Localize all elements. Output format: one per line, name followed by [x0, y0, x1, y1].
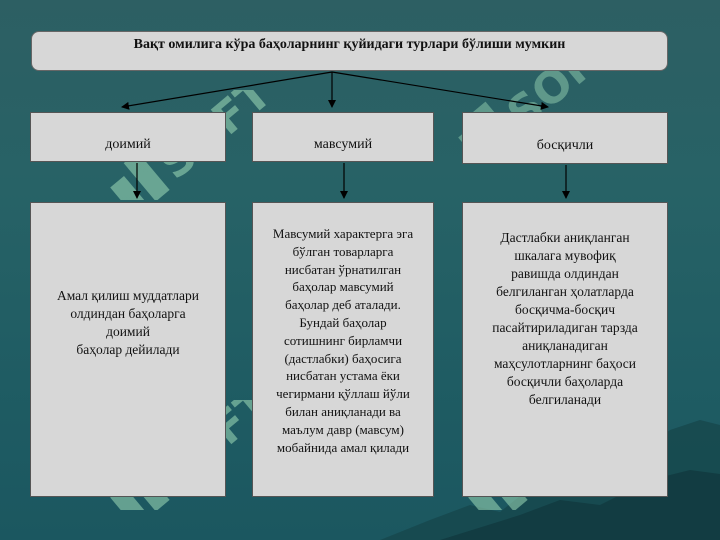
description-line: равишда олдиндан [511, 266, 619, 281]
description-line: босқичли баҳоларда [506, 374, 624, 389]
description-line: баҳолар деб аталади. [285, 297, 401, 313]
description-line: шкалага мувофиқ [514, 248, 616, 263]
description-line: билан аниқланади ва [285, 403, 401, 419]
description-bosqichli: Дастлабки аниқланган шкалага мувофиқ рав… [462, 202, 668, 497]
category-mavsumiy: мавсумий [252, 112, 434, 162]
description-line: бўлган товарларга [292, 243, 394, 259]
description-line: Дастлабки аниқланган [500, 230, 630, 245]
description-line: (дастлабки) баҳосига [284, 350, 402, 366]
description-line: Мавсумий характерга эга [272, 226, 414, 241]
category-bosqichli: босқичли [462, 112, 668, 164]
description-line: чегирмани қўллаш йўли [276, 386, 410, 402]
description-line: нисбатан устама ёки [286, 368, 400, 384]
description-line: олдиндан баҳоларга [70, 306, 186, 321]
description-line: аниқланадиган [522, 338, 608, 353]
description-line: белгиланади [528, 392, 602, 407]
description-line: сотишнинг бирламчи [283, 332, 403, 348]
description-line: баҳолар мавсумий [292, 279, 394, 295]
description-line: нисбатан ўрнатилган [284, 261, 402, 277]
arrow-to-doimiy [121, 71, 333, 110]
description-line: доимий [106, 324, 150, 339]
diagram-title: Вақт омилига кўра баҳоларнинг қуйидаги т… [31, 31, 668, 71]
description-line: Бундай баҳолар [299, 314, 387, 330]
description-line: белгиланган ҳолатларда [496, 284, 634, 299]
description-line: баҳолар дейилади [76, 342, 180, 357]
description-line: маҳсулотларнинг баҳоси [493, 356, 636, 371]
description-line: пасайтириладиган тарзда [492, 320, 638, 335]
category-doimiy: доимий [30, 112, 226, 162]
description-line: маълум давр (мавсум) [282, 421, 404, 437]
description-doimiy: Амал қилиш муддатлари олдиндан баҳоларга… [30, 202, 226, 497]
description-line: мобайнида амал қилади [276, 439, 410, 455]
description-mavsumiy: Мавсумий характерга эга бўлган товарларг… [252, 202, 434, 497]
description-line: Амал қилиш муддатлари [56, 288, 200, 303]
description-line: босқичма-босқич [515, 302, 615, 317]
arrow-to-bosqichli [331, 71, 549, 110]
